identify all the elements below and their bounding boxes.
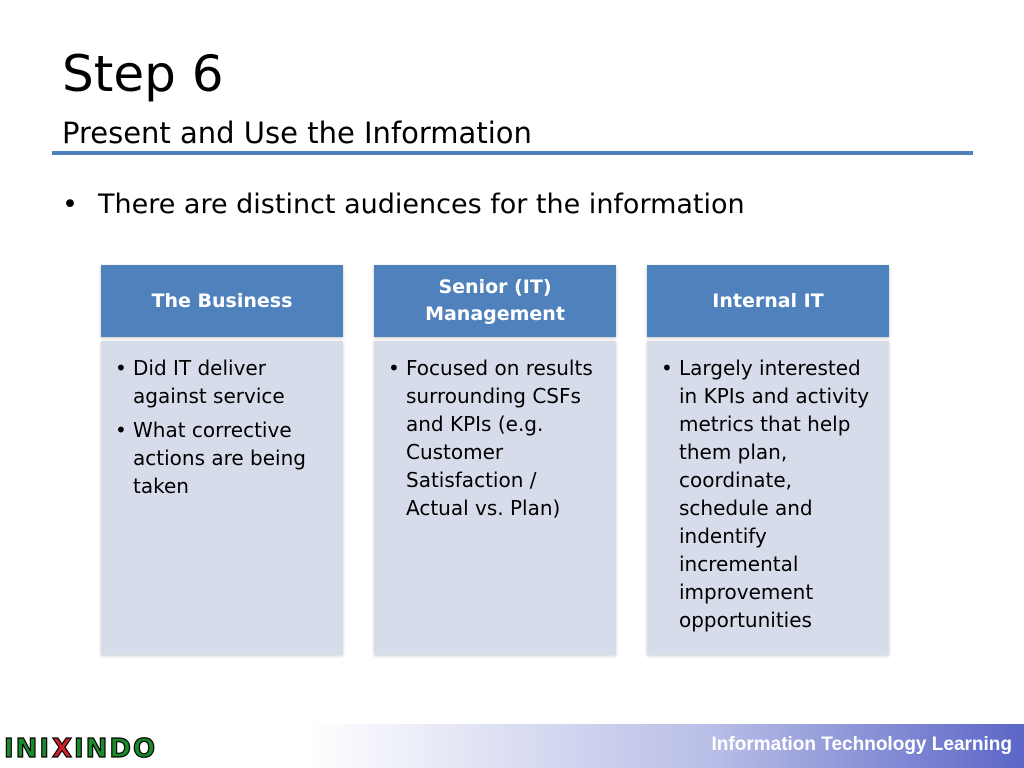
slide-title: Step 6 bbox=[62, 45, 224, 103]
bullet-point: • There are distinct audiences for the in… bbox=[62, 186, 745, 224]
inixindo-logo: INI X INDO bbox=[3, 733, 157, 762]
svg-text:INDO: INDO bbox=[74, 734, 157, 762]
column-item: Did IT deliver against service bbox=[115, 354, 331, 410]
column-the-business: The Business Did IT deliver against serv… bbox=[101, 265, 343, 655]
column-senior-management: Senior (IT) Management Focused on result… bbox=[374, 265, 616, 655]
column-header: The Business bbox=[101, 265, 343, 337]
column-item: Focused on results surrounding CSFs and … bbox=[388, 354, 604, 522]
column-header: Senior (IT) Management bbox=[374, 265, 616, 337]
column-header: Internal IT bbox=[647, 265, 889, 337]
column-internal-it: Internal IT Largely interested in KPIs a… bbox=[647, 265, 889, 655]
footer-text: Information Technology Learning bbox=[711, 734, 1012, 755]
bullet-text: There are distinct audiences for the inf… bbox=[98, 189, 745, 220]
title-underline bbox=[52, 151, 973, 155]
column-item: What corrective actions are being taken bbox=[115, 416, 331, 500]
column-item: Largely interested in KPIs and activity … bbox=[661, 354, 877, 634]
bullet-dot-icon: • bbox=[62, 189, 78, 220]
column-body: Focused on results surrounding CSFs and … bbox=[374, 341, 616, 655]
column-body: Largely interested in KPIs and activity … bbox=[647, 341, 889, 655]
column-body: Did IT deliver against service What corr… bbox=[101, 341, 343, 655]
svg-text:X: X bbox=[52, 734, 72, 762]
svg-text:INI: INI bbox=[4, 734, 51, 762]
slide-subtitle: Present and Use the Information bbox=[62, 116, 532, 150]
footer-bar: INI X INDO Information Technology Learni… bbox=[0, 724, 1024, 768]
